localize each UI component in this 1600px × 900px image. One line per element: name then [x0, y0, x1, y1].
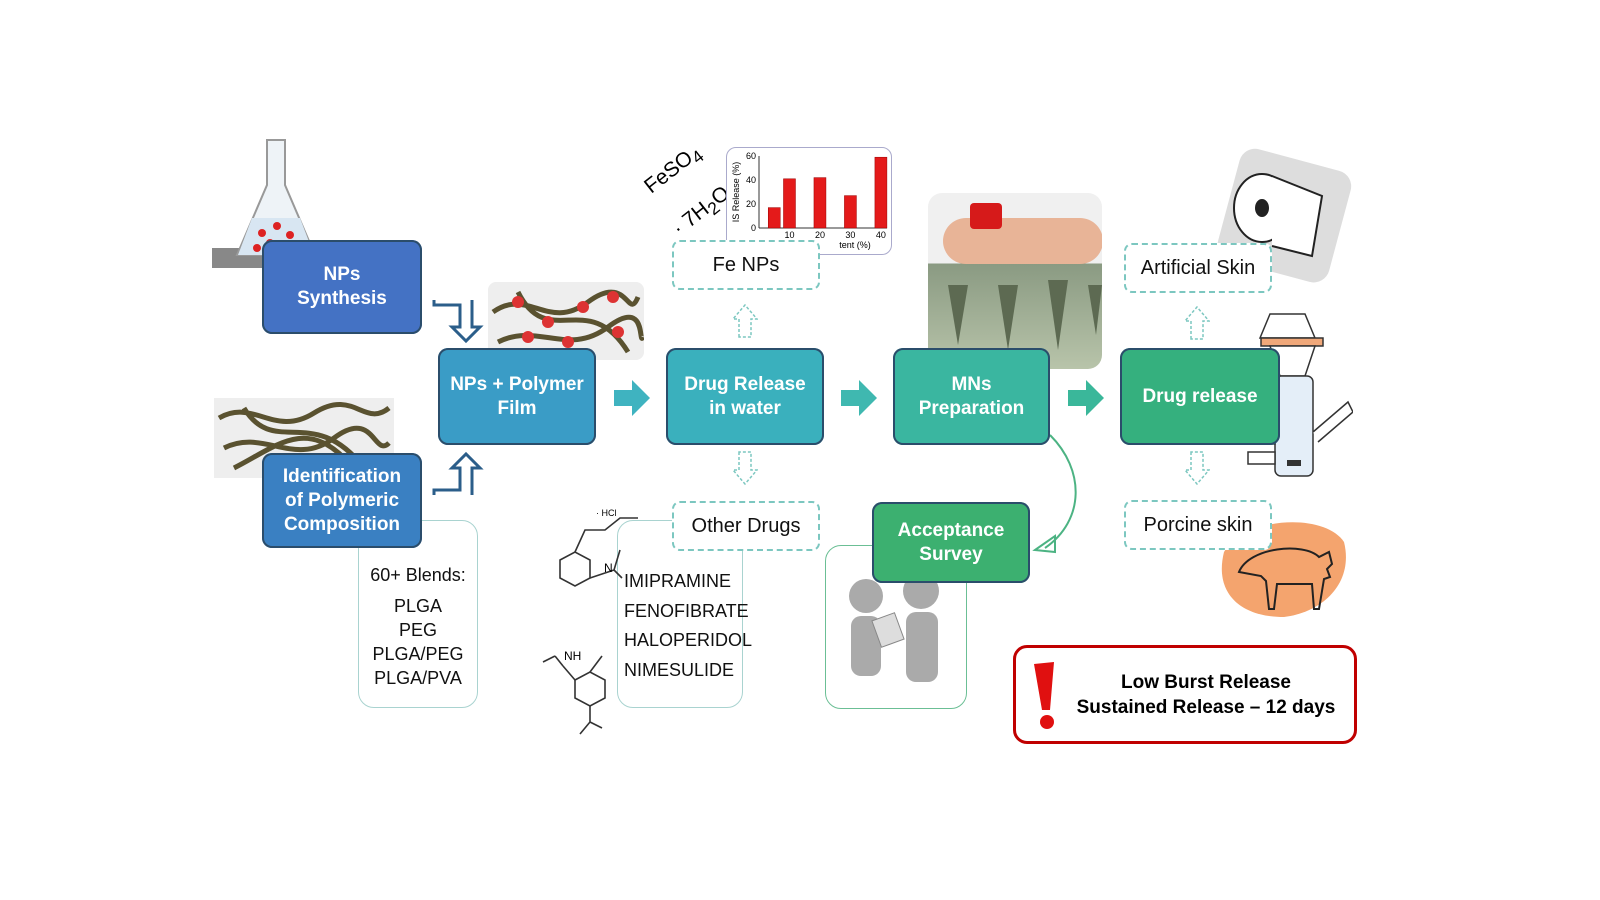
step-drug-release: Drug release	[1120, 348, 1280, 445]
blend-item: PEG	[398, 620, 437, 640]
x-axis-label: tent (%)	[839, 240, 871, 250]
nitrogen-label: N	[604, 561, 613, 575]
dashed-arrow-down-icon	[732, 451, 758, 486]
x-tick-label: 10	[784, 230, 794, 240]
release-bar-chart: 0 20 40 60 10 20 30 40 IS Release (%) tent (%)	[731, 151, 888, 250]
nh-label: NH	[564, 649, 581, 663]
label-artificial-skin: Artificial Skin	[1124, 243, 1272, 293]
step-mns-preparation: MNs Preparation	[893, 348, 1050, 445]
drug-item: IMIPRAMINE	[624, 571, 732, 591]
blend-item: PLGA	[393, 596, 443, 616]
hcl-label: · HCl	[596, 508, 617, 518]
microneedle-photo	[928, 193, 1102, 369]
result-line-2: Sustained Release – 12 days	[1076, 697, 1336, 718]
y-tick-label: 40	[746, 175, 756, 185]
arrow-right-icon	[1068, 380, 1104, 416]
bar	[767, 207, 781, 229]
blend-item: PLGA/PVA	[374, 668, 462, 688]
blend-item: PLGA/PEG	[372, 644, 464, 664]
feso4-formula: FeSO4	[640, 140, 708, 202]
blends-list: 60+ Blends: PLGA PEG PLGA/PEG PLGA/PVA	[358, 520, 478, 708]
step-nps-polymer-film: NPs + Polymer Film	[438, 348, 596, 445]
dashed-arrow-up-icon	[1184, 305, 1210, 340]
microneedle-patch	[970, 203, 1002, 229]
bar	[874, 156, 888, 229]
drug-item: FENOFIBRATE	[624, 600, 749, 621]
drug-item: HALOPERIDOL	[624, 630, 753, 650]
step-drug-release-water: Drug Release in water	[666, 348, 824, 445]
drug-item: NIMESULIDE	[624, 659, 735, 680]
finger-image	[943, 218, 1102, 264]
label-porcine-skin: Porcine skin	[1124, 500, 1272, 550]
y-axis-label: IS Release (%)	[731, 162, 741, 223]
step-nps-synthesis: NPs Synthesis	[262, 240, 422, 334]
polymer-nanoparticle-film-image	[488, 282, 644, 360]
chemical-structures-image: · HCl N NH	[542, 508, 638, 735]
dashed-arrow-up-icon	[732, 303, 758, 338]
bar	[813, 177, 827, 229]
step-acceptance-survey: Acceptance Survey	[872, 502, 1030, 583]
blends-title: 60+ Blends:	[370, 565, 466, 585]
microneedle-array-image	[948, 280, 1102, 350]
result-callout: Low Burst Release Sustained Release – 12…	[1013, 645, 1357, 744]
step-identification-polymeric-composition: Identification of Polymeric Composition	[262, 453, 422, 548]
merge-arrows-icon	[432, 300, 484, 495]
arrow-right-icon	[614, 380, 650, 416]
drugs-list: IMIPRAMINE FENOFIBRATE HALOPERIDOL NIMES…	[617, 520, 753, 708]
label-fe-nps: Fe NPs	[672, 240, 820, 290]
bar	[844, 195, 857, 229]
x-tick-label: 20	[815, 230, 825, 240]
x-tick-label: 40	[876, 230, 886, 240]
arrow-right-icon	[841, 380, 877, 416]
exclamation-icon	[1034, 662, 1054, 729]
bar	[783, 178, 796, 229]
y-tick-label: 60	[746, 151, 756, 161]
x-tick-label: 30	[845, 230, 855, 240]
dashed-arrow-down-icon	[1184, 451, 1210, 486]
result-line-1: Low Burst Release	[1121, 672, 1291, 693]
curved-arrow-icon	[1032, 434, 1077, 554]
label-other-drugs: Other Drugs	[672, 501, 820, 551]
y-tick-label: 0	[751, 223, 756, 233]
y-tick-label: 20	[746, 199, 756, 209]
release-chart-panel: 0 20 40 60 10 20 30 40 IS Release (%) tent (%)	[726, 147, 892, 255]
